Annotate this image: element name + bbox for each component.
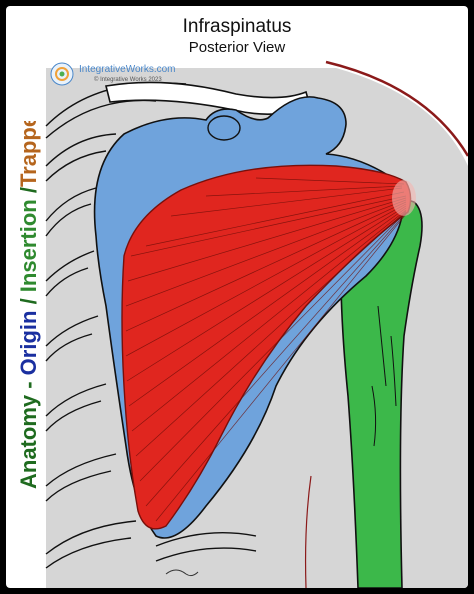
muscle-fibers [125, 177, 407, 522]
label-origin: Origin [16, 311, 41, 376]
page-subtitle: Posterior View [188, 39, 286, 56]
label-sep-1: / [16, 292, 41, 310]
humerus-texture [371, 305, 397, 447]
label-insertion: Insertion [16, 199, 41, 292]
side-label: Anatomy - Origin / Insertion /Trapped [8, 101, 48, 491]
label-trapped: Trapped [16, 121, 41, 187]
acromion-notch [207, 115, 241, 141]
label-sep-2: / [16, 187, 41, 199]
anatomy-illustration [45, 60, 468, 588]
integrative-works-logo-icon [50, 62, 74, 86]
skin-line-lower [304, 475, 312, 588]
label-anatomy: Anatomy - [16, 375, 41, 489]
insertion-point [392, 180, 416, 216]
skin-outline [325, 60, 468, 157]
brand-copyright: © Integrative Works 2023 [94, 77, 162, 83]
diagram-card: Infraspinatus Posterior View Integrative… [6, 6, 468, 588]
svg-text:Anatomy - Origin / Insertion /: Anatomy - Origin / Insertion /Trapped [16, 121, 41, 489]
page-title: Infraspinatus [182, 16, 292, 37]
brand-site[interactable]: IntegrativeWorks.com [79, 64, 176, 75]
artist-signature [165, 569, 199, 577]
